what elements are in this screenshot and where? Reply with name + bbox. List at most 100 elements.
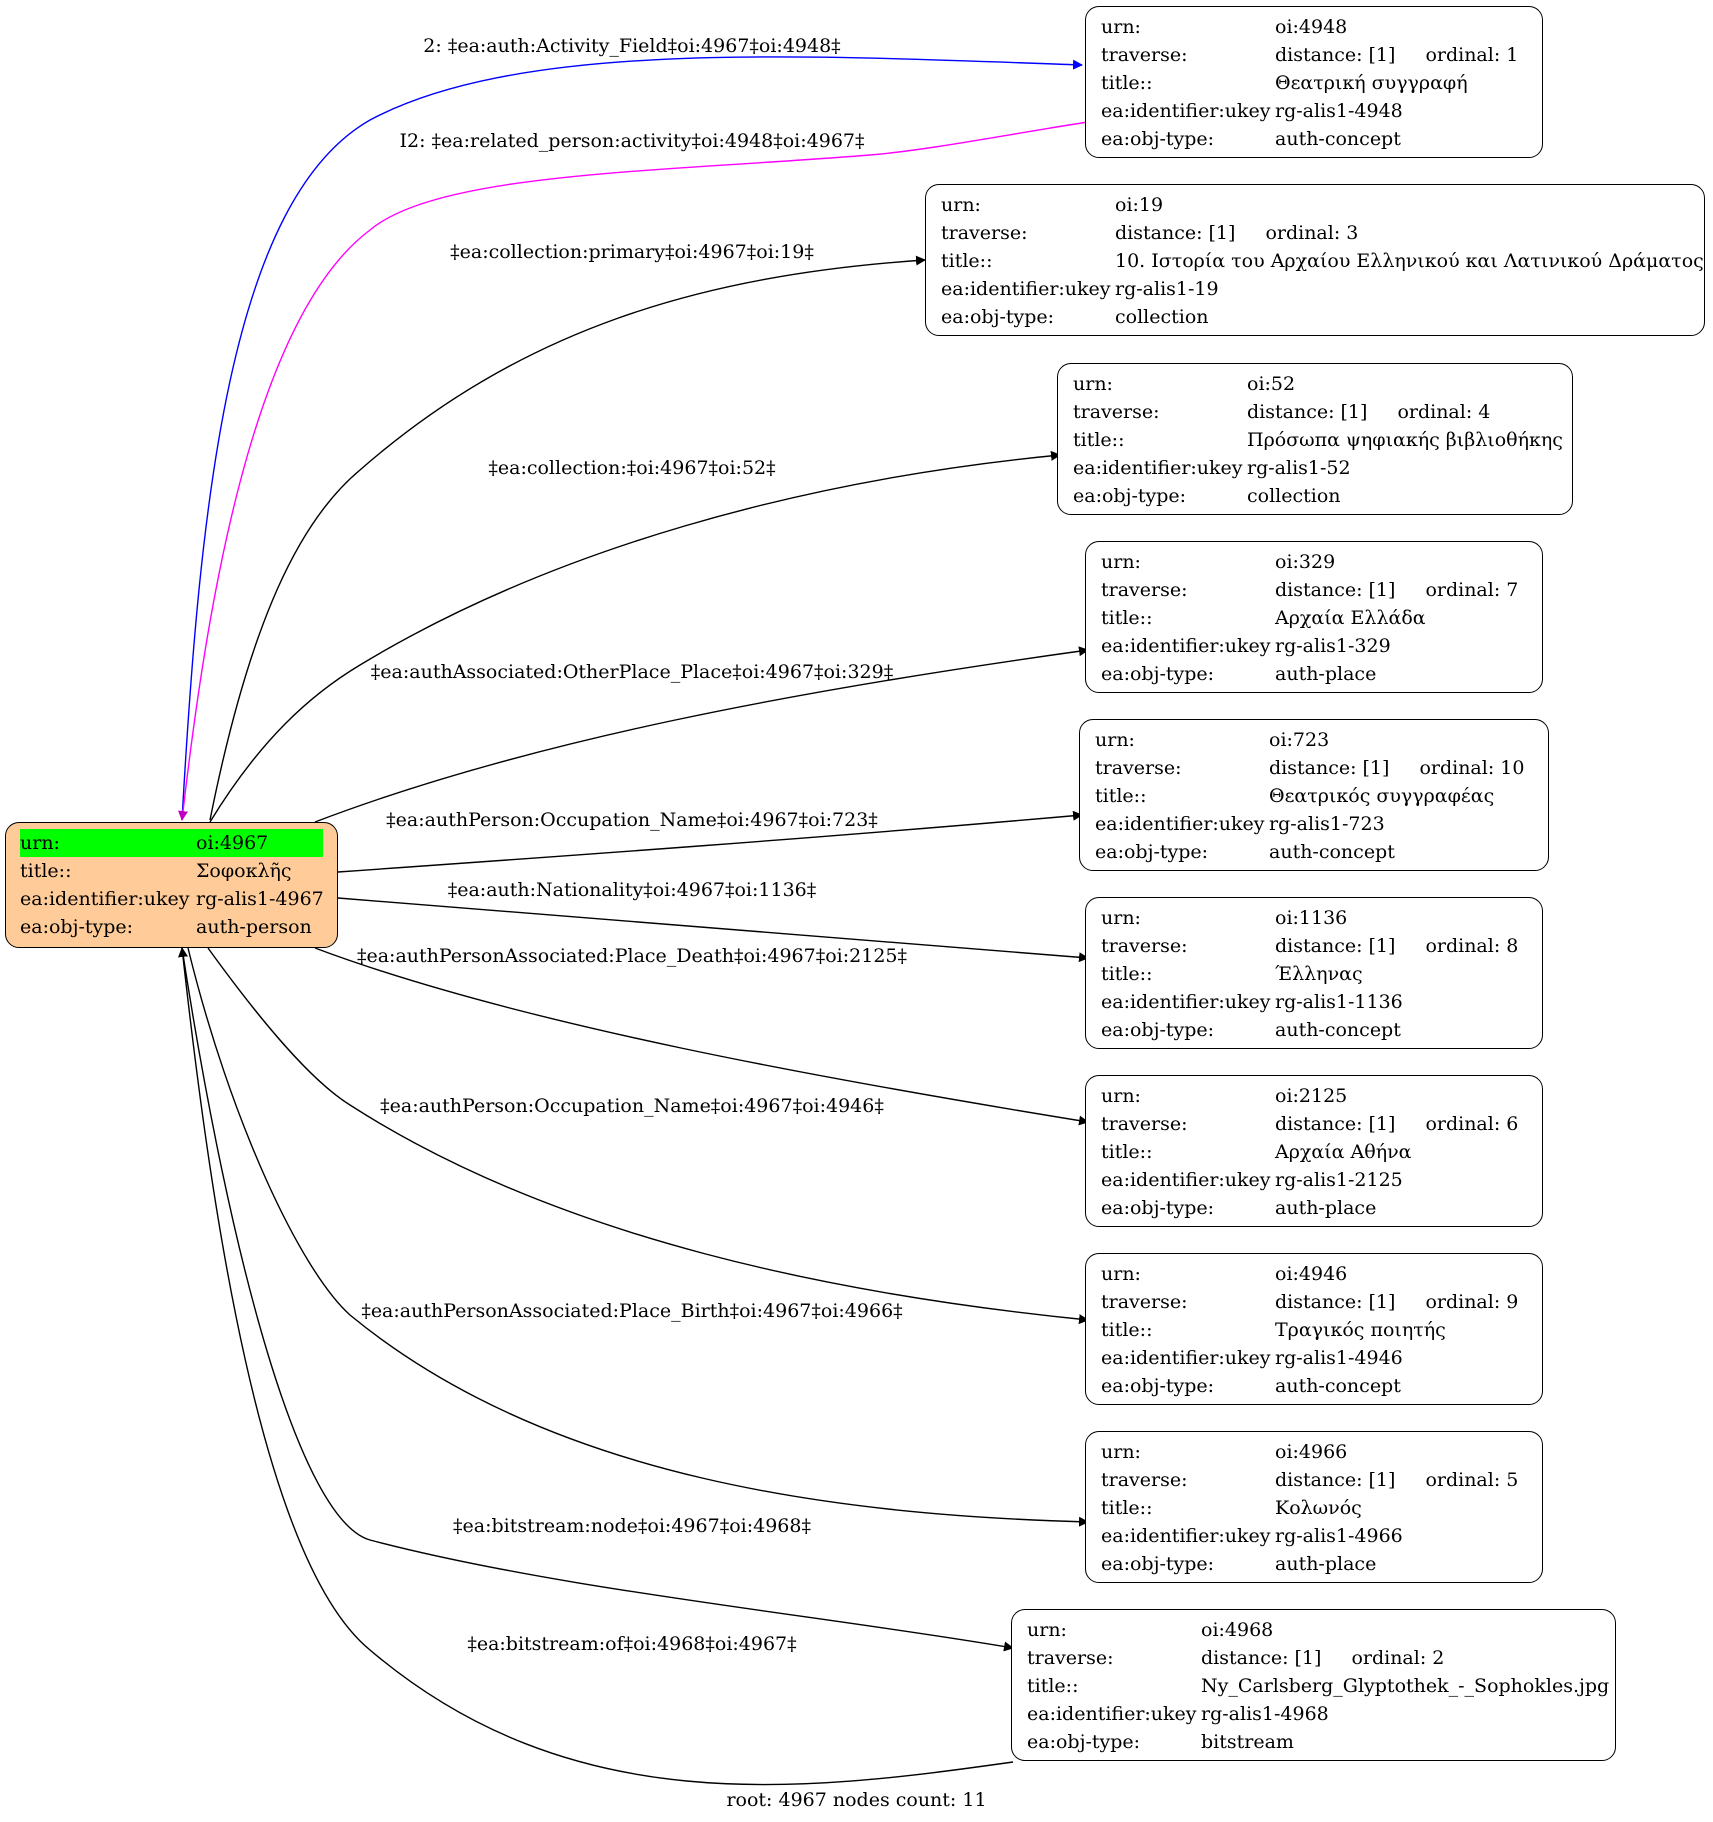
node-key: traverse:: [1101, 1469, 1188, 1491]
node-type-row: ea:obj-type:auth-concept: [1101, 125, 1527, 153]
node-key: ea:identifier:ukey: [1027, 1703, 1197, 1725]
node-title: Πρόσωπα ψηφιακής βιβλιοθήκης: [1247, 429, 1563, 451]
root-value: Σοφοκλῆς: [196, 860, 292, 882]
node-urn-row: urn:oi:52: [1073, 370, 1557, 398]
edge-label-other-place: ‡ea:authAssociated:OtherPlace_Place‡oi:4…: [371, 661, 893, 683]
node-key: urn:: [1095, 729, 1135, 751]
node-ordinal: ordinal: 2: [1351, 1647, 1445, 1669]
node-ukey: rg-alis1-1136: [1275, 991, 1403, 1013]
node-distance: distance: [1]: [1275, 579, 1396, 601]
node-title-row: title::Κολωνός: [1101, 1494, 1527, 1522]
node-urn-row: urn:oi:4968: [1027, 1616, 1600, 1644]
edge-label-occupation-723: ‡ea:authPerson:Occupation_Name‡oi:4967‡o…: [386, 809, 878, 831]
node-key: ea:obj-type:: [1027, 1731, 1141, 1753]
node-title-row: title::Θεατρική συγγραφή: [1101, 69, 1527, 97]
node-key: traverse:: [1101, 1291, 1188, 1313]
node-title-row: title::Έλληνας: [1101, 960, 1527, 988]
node-traverse-row: traverse:distance: [1]ordinal: 9: [1101, 1288, 1527, 1316]
node-ukey: rg-alis1-329: [1275, 635, 1391, 657]
node-key: ea:obj-type:: [1101, 1019, 1215, 1041]
node-traverse-row: traverse:distance: [1]ordinal: 10: [1095, 754, 1533, 782]
graph-footer: root: 4967 nodes count: 11: [726, 1789, 987, 1811]
node-title: Αρχαία Ελλάδα: [1275, 607, 1426, 629]
node-key: ea:obj-type:: [1095, 841, 1209, 863]
node-key: title::: [1095, 785, 1147, 807]
root-key: urn:: [20, 829, 194, 857]
node-key: traverse:: [1095, 757, 1182, 779]
edge-related-person: [178, 121, 1089, 821]
node-key: traverse:: [1101, 44, 1188, 66]
node-oi-4946[interactable]: urn:oi:4946 traverse:distance: [1]ordina…: [1085, 1253, 1543, 1405]
edge-label-collection: ‡ea:collection:‡oi:4967‡oi:52‡: [488, 457, 775, 479]
node-title-row: title::Ny_Carlsberg_Glyptothek_-_Sophokl…: [1027, 1672, 1609, 1700]
node-oi-2125[interactable]: urn:oi:2125 traverse:distance: [1]ordina…: [1085, 1075, 1543, 1227]
edge-label-occupation-4946: ‡ea:authPerson:Occupation_Name‡oi:4967‡o…: [380, 1095, 884, 1117]
node-oi-4948[interactable]: urn:oi:4948 traverse:distance: [1]ordina…: [1085, 6, 1543, 158]
node-key: ea:identifier:ukey: [1101, 100, 1271, 122]
node-distance: distance: [1]: [1275, 1469, 1396, 1491]
node-key: ea:identifier:ukey: [1101, 991, 1271, 1013]
node-key: ea:identifier:ukey: [1101, 1525, 1271, 1547]
node-key: ea:obj-type:: [1101, 1375, 1215, 1397]
node-key: urn:: [1027, 1619, 1067, 1641]
node-urn-row: urn:oi:2125: [1101, 1082, 1527, 1110]
node-ordinal: ordinal: 3: [1265, 222, 1359, 244]
node-type: collection: [1247, 485, 1341, 507]
node-distance: distance: [1]: [1115, 222, 1236, 244]
root-value: rg-alis1-4967: [196, 888, 324, 910]
node-type-row: ea:obj-type:auth-concept: [1101, 1016, 1527, 1044]
node-oi-52[interactable]: urn:oi:52 traverse:distance: [1]ordinal:…: [1057, 363, 1573, 515]
node-urn-row: urn:oi:1136: [1101, 904, 1527, 932]
root-key: ea:obj-type:: [20, 916, 134, 938]
node-ordinal: ordinal: 5: [1425, 1469, 1519, 1491]
edge-place-birth: [187, 947, 1089, 1527]
node-ordinal: ordinal: 1: [1425, 44, 1519, 66]
node-type: auth-concept: [1269, 841, 1395, 863]
node-key: urn:: [1101, 551, 1141, 573]
node-oi-329[interactable]: urn:oi:329 traverse:distance: [1]ordinal…: [1085, 541, 1543, 693]
node-distance: distance: [1]: [1275, 44, 1396, 66]
node-ordinal: ordinal: 10: [1419, 757, 1525, 779]
edge-label-activity-field: 2: ‡ea:auth:Activity_Field‡oi:4967‡oi:49…: [423, 35, 840, 57]
node-type-row: ea:obj-type: auth-concept: [1095, 838, 1533, 866]
root-node[interactable]: urn:oi:4967 title::Σοφοκλῆς ea:identifie…: [5, 822, 338, 948]
node-title-row: title::Αρχαία Αθήνα: [1101, 1138, 1527, 1166]
node-key: ea:identifier:ukey: [1101, 635, 1271, 657]
node-ukey: rg-alis1-2125: [1275, 1169, 1403, 1191]
node-title-row: title::Αρχαία Ελλάδα: [1101, 604, 1527, 632]
edge-other-place: [314, 646, 1089, 823]
node-key: ea:identifier:ukey: [1073, 457, 1243, 479]
node-urn: oi:723: [1269, 729, 1330, 751]
node-type: auth-place: [1275, 1197, 1377, 1219]
node-oi-4968[interactable]: urn:oi:4968 traverse:distance: [1]ordina…: [1011, 1609, 1616, 1761]
node-key: title::: [1101, 1141, 1153, 1163]
node-oi-1136[interactable]: urn:oi:1136 traverse:distance: [1]ordina…: [1085, 897, 1543, 1049]
node-key: urn:: [1101, 907, 1141, 929]
node-key: title::: [1027, 1675, 1079, 1697]
node-traverse-row: traverse:distance: [1]ordinal: 4: [1073, 398, 1557, 426]
node-oi-19[interactable]: urn:oi:19 traverse:distance: [1]ordinal:…: [925, 184, 1705, 336]
node-traverse-row: traverse:distance: [1]ordinal: 3: [941, 219, 1689, 247]
root-value: auth-person: [196, 916, 312, 938]
node-key: ea:identifier:ukey: [1101, 1169, 1271, 1191]
node-title-row: title::Θεατρικός συγγραφέας: [1095, 782, 1533, 810]
node-ordinal: ordinal: 9: [1425, 1291, 1519, 1313]
root-value: oi:4967: [196, 829, 269, 857]
node-urn: oi:329: [1275, 551, 1336, 573]
node-key: urn:: [1101, 1441, 1141, 1463]
node-oi-4966[interactable]: urn:oi:4966 traverse:distance: [1]ordina…: [1085, 1431, 1543, 1583]
node-title: Έλληνας: [1275, 963, 1363, 985]
node-oi-723[interactable]: urn: oi:723 traverse:distance: [1]ordinal…: [1079, 719, 1549, 871]
edge-collection-primary: [209, 255, 926, 821]
node-type: auth-place: [1275, 663, 1377, 685]
root-type-row: ea:obj-type: auth-person: [20, 913, 323, 941]
node-title: Κολωνός: [1275, 1497, 1362, 1519]
node-key: traverse:: [1101, 935, 1188, 957]
node-key: traverse:: [1101, 1113, 1188, 1135]
